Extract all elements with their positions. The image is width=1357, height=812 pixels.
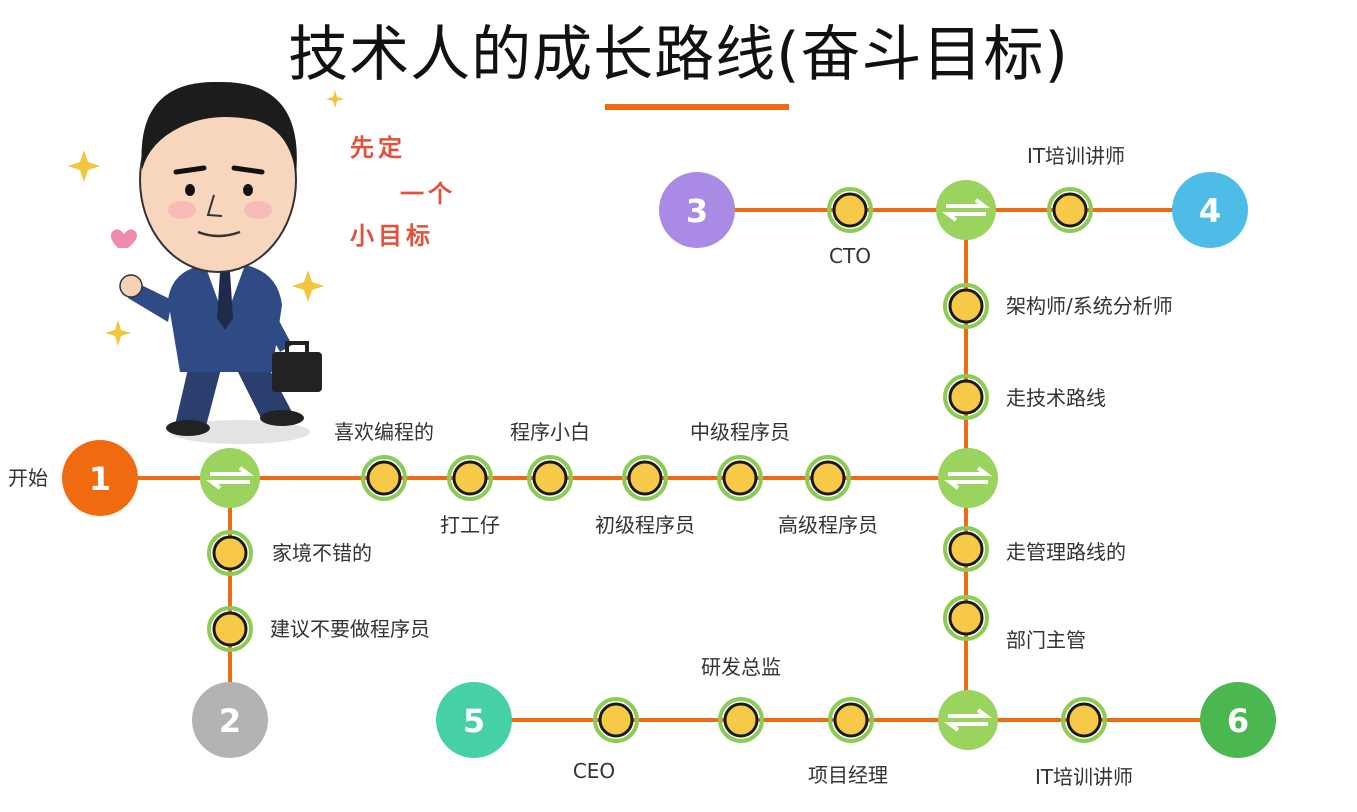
start-label: 开始 bbox=[8, 466, 48, 490]
terminal-4[interactable] bbox=[1172, 172, 1248, 248]
station-good-family[interactable] bbox=[212, 535, 248, 571]
transfer-station[interactable] bbox=[938, 448, 998, 508]
label-middle: 中级程序员 bbox=[690, 420, 790, 444]
label-dept-manager: 部门主管 bbox=[1006, 628, 1086, 652]
label-cto: CTO bbox=[829, 244, 871, 268]
station-rings bbox=[207, 187, 1107, 743]
label-ceo: CEO bbox=[572, 759, 616, 783]
terminal-2-label: 2 bbox=[219, 702, 241, 740]
label-junior: 初级程序员 bbox=[595, 513, 695, 537]
station-tech-route[interactable] bbox=[948, 379, 984, 415]
station-part-time[interactable] bbox=[452, 460, 488, 496]
station-middle[interactable] bbox=[722, 460, 758, 496]
station-cto[interactable] bbox=[832, 192, 868, 228]
terminal-3-label: 3 bbox=[686, 192, 708, 230]
label-not-programmer: 建议不要做程序员 bbox=[270, 617, 430, 641]
station-architect[interactable] bbox=[948, 288, 984, 324]
label-like-coding: 喜欢编程的 bbox=[334, 420, 434, 444]
terminal-5-label: 5 bbox=[463, 702, 485, 740]
transfer-station[interactable] bbox=[938, 690, 998, 750]
businessman-cartoon-icon bbox=[68, 81, 344, 444]
station-ceo[interactable] bbox=[598, 702, 634, 738]
sticker-line-3: 小目标 bbox=[350, 222, 434, 250]
terminal-1[interactable] bbox=[62, 440, 138, 516]
sticker-line-1: 先定 bbox=[350, 134, 406, 162]
station-project-manager[interactable] bbox=[833, 702, 869, 738]
station-like-coding[interactable] bbox=[366, 460, 402, 496]
label-it-trainer-top: IT培训讲师 bbox=[1026, 144, 1126, 168]
label-project-manager: 项目经理 bbox=[808, 763, 888, 787]
terminal-5[interactable] bbox=[436, 682, 512, 758]
terminal-1-label: 1 bbox=[89, 460, 111, 498]
label-part-time: 打工仔 bbox=[440, 513, 500, 537]
label-tech-route: 走技术路线 bbox=[1006, 386, 1106, 410]
title-underline bbox=[605, 104, 789, 110]
station-it-trainer-top[interactable] bbox=[1052, 192, 1088, 228]
label-architect: 架构师/系统分析师 bbox=[1006, 294, 1173, 318]
label-rd-director: 研发总监 bbox=[701, 655, 781, 679]
terminal-2[interactable] bbox=[192, 682, 268, 758]
station-newbie[interactable] bbox=[532, 460, 568, 496]
terminal-4-label: 4 bbox=[1199, 192, 1221, 230]
label-good-family: 家境不错的 bbox=[272, 541, 372, 565]
terminal-6[interactable] bbox=[1200, 682, 1276, 758]
station-rd-director[interactable] bbox=[723, 702, 759, 738]
sticker-line-2: 一个 bbox=[400, 180, 456, 208]
station-not-programmer[interactable] bbox=[212, 611, 248, 647]
station-senior[interactable] bbox=[810, 460, 846, 496]
station-mgmt-route[interactable] bbox=[948, 531, 984, 567]
terminal-3[interactable] bbox=[659, 172, 735, 248]
label-it-trainer-bottom: IT培训讲师 bbox=[1034, 765, 1134, 789]
label-mgmt-route: 走管理路线的 bbox=[1006, 540, 1126, 564]
terminal-6-label: 6 bbox=[1227, 702, 1249, 740]
label-newbie: 程序小白 bbox=[510, 420, 590, 444]
station-dept-manager[interactable] bbox=[948, 600, 984, 636]
page-title: 技术人的成长路线(奋斗目标) bbox=[288, 20, 1069, 90]
transfer-station[interactable] bbox=[936, 180, 996, 240]
station-junior[interactable] bbox=[627, 460, 663, 496]
stations bbox=[212, 192, 1102, 738]
transfer-station[interactable] bbox=[200, 448, 260, 508]
station-it-trainer-bottom[interactable] bbox=[1066, 702, 1102, 738]
label-senior: 高级程序员 bbox=[778, 513, 878, 537]
